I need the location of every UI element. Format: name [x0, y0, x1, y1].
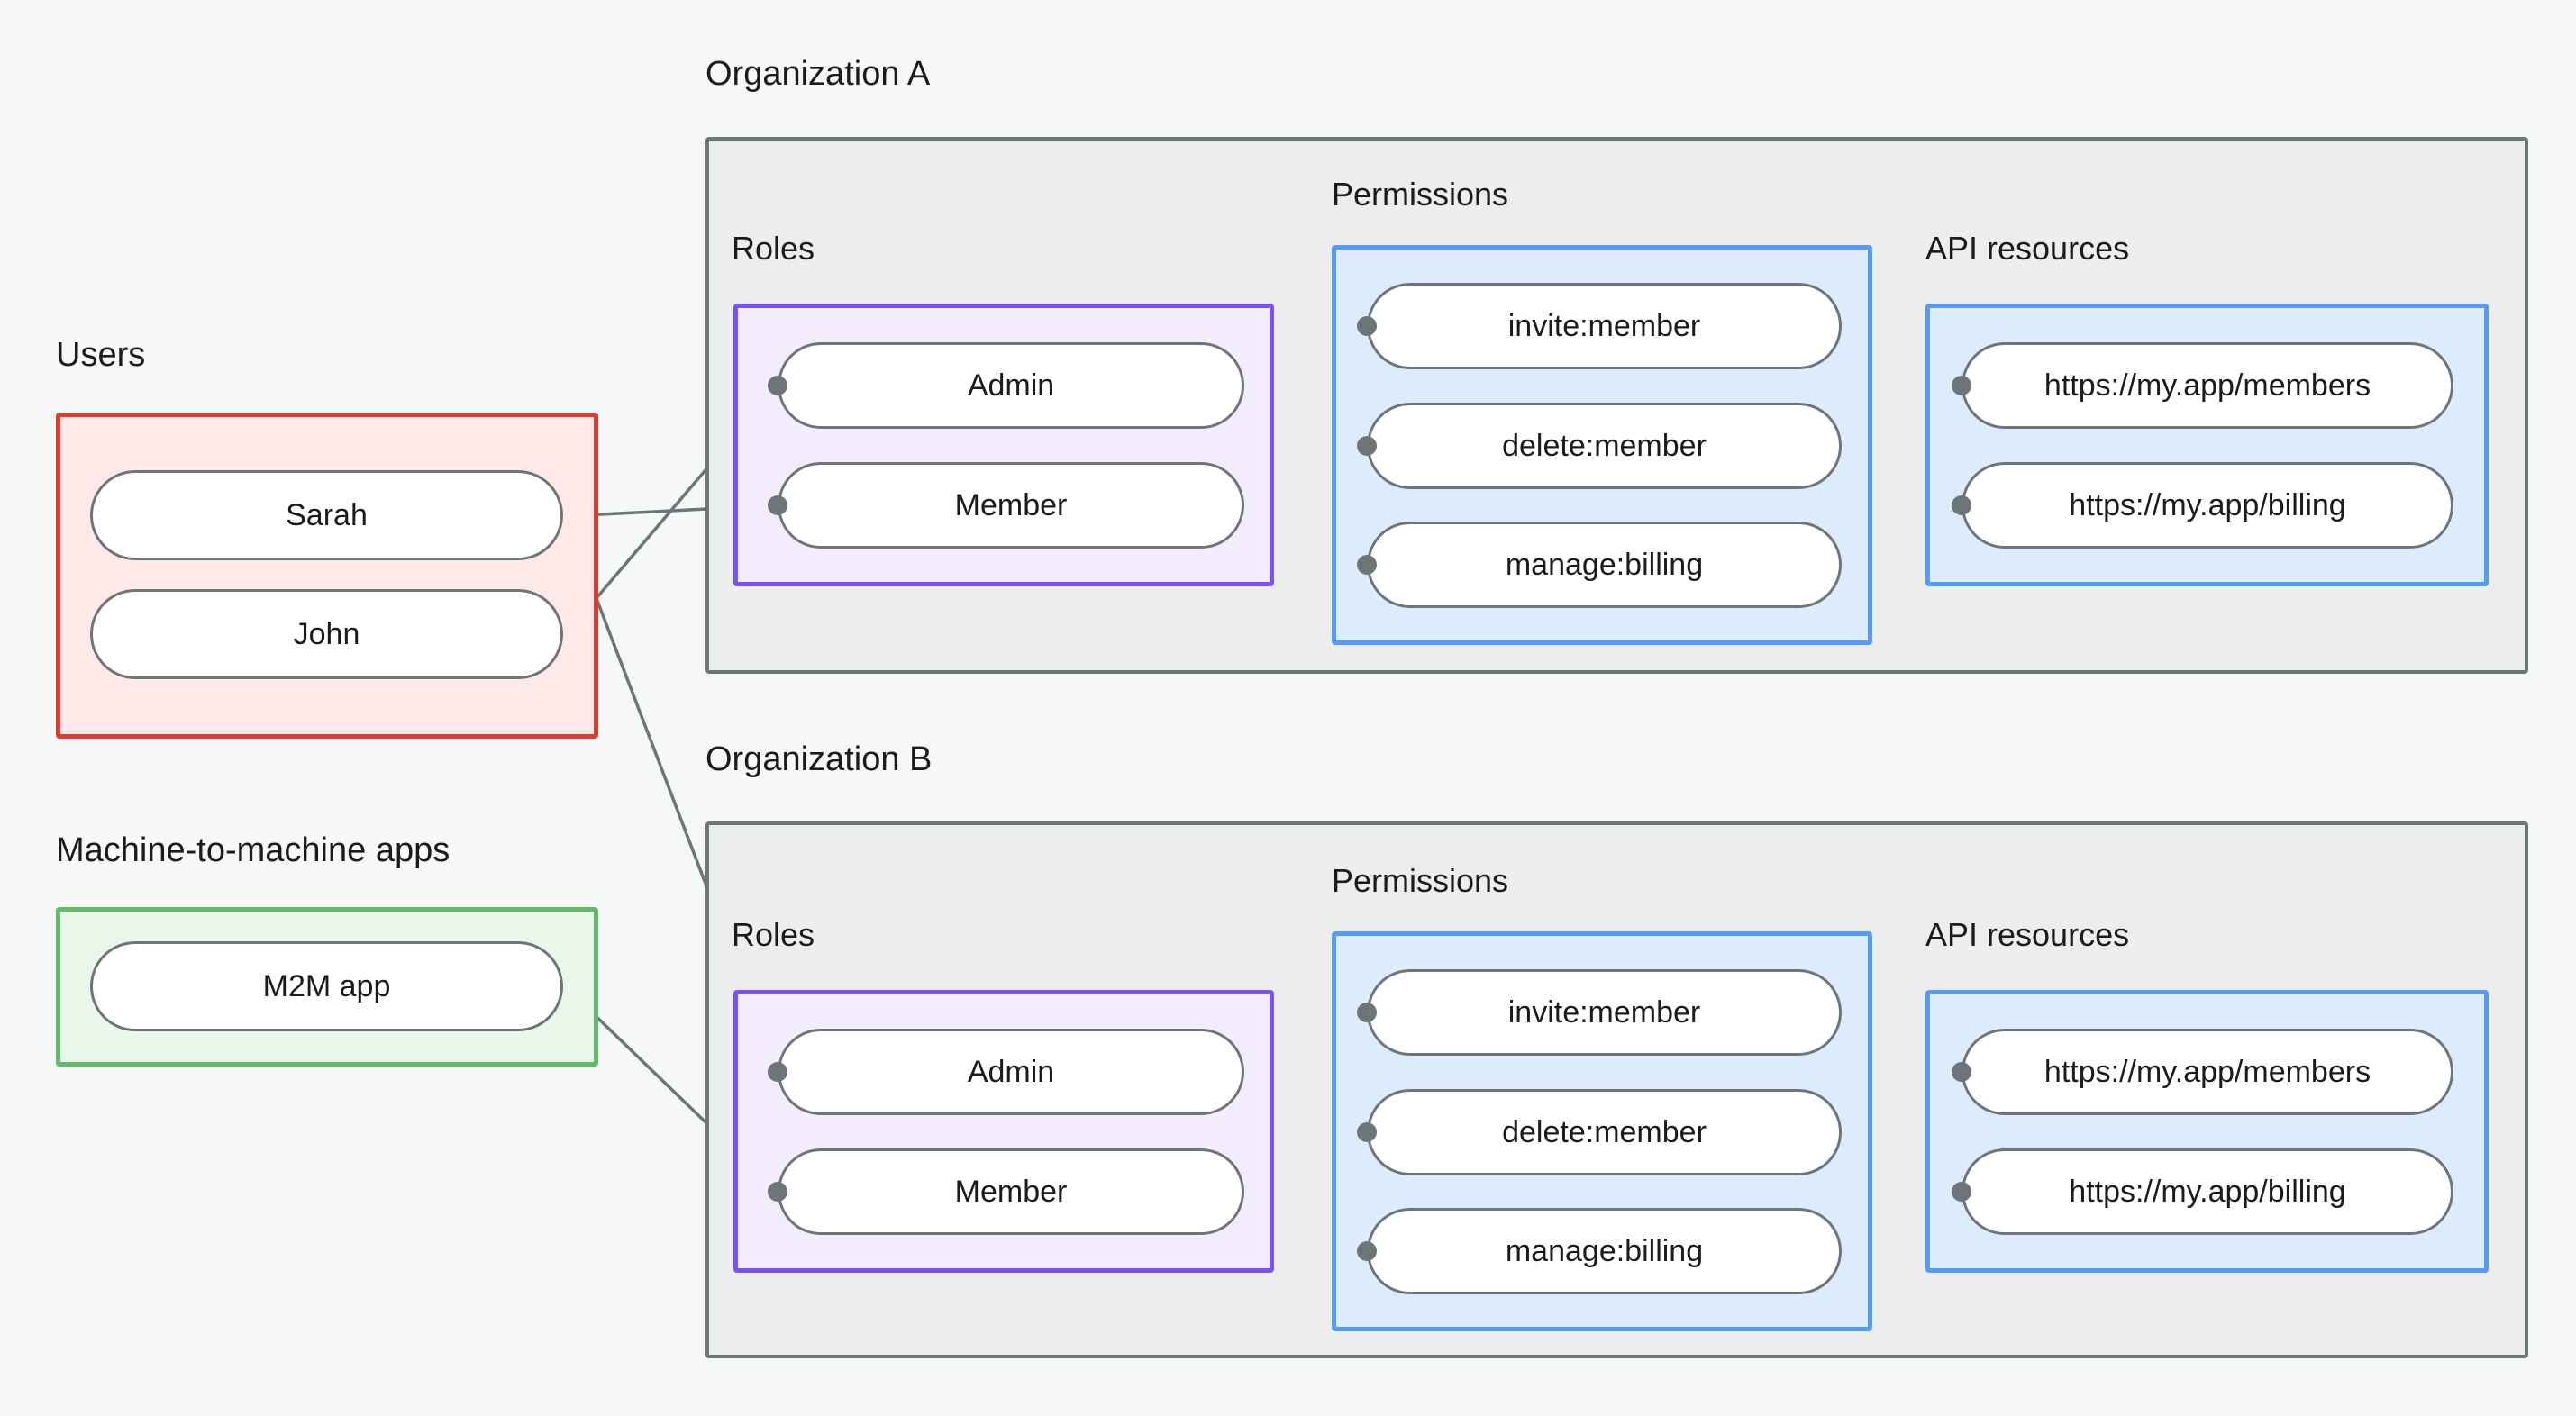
organization-a-role-admin[interactable]: Admin — [778, 342, 1244, 429]
users-group — [56, 413, 598, 739]
organization-b-title: Organization B — [705, 740, 933, 778]
organization-b-role-member[interactable]: Member — [778, 1148, 1244, 1235]
organization-b-api-resources-title: API resources — [1925, 916, 2130, 953]
organization-a-role-member[interactable]: Member — [778, 462, 1244, 549]
user-pill-john[interactable]: John — [90, 589, 563, 679]
m2m-pill-app[interactable]: M2M app — [90, 941, 563, 1031]
organization-a-permission-delete-member[interactable]: delete:member — [1367, 403, 1842, 489]
organization-a-permission-invite-member[interactable]: invite:member — [1367, 283, 1842, 369]
users-title: Users — [56, 336, 146, 374]
organization-b-permission-invite-member[interactable]: invite:member — [1367, 969, 1842, 1056]
organization-b-roles-title: Roles — [732, 916, 815, 953]
organization-a-api-resource-billing[interactable]: https://my.app/billing — [1962, 462, 2453, 549]
organization-b-permission-manage-billing[interactable]: manage:billing — [1367, 1208, 1842, 1294]
m2m-title: Machine-to-machine apps — [56, 831, 451, 869]
organization-a-permission-manage-billing[interactable]: manage:billing — [1367, 522, 1842, 608]
organization-b-api-resource-members[interactable]: https://my.app/members — [1962, 1029, 2453, 1115]
organization-a-api-resource-members[interactable]: https://my.app/members — [1962, 342, 2453, 429]
user-pill-sarah[interactable]: Sarah — [90, 470, 563, 560]
organization-a-permissions-title: Permissions — [1332, 176, 1509, 213]
organization-a-roles-title: Roles — [732, 230, 815, 267]
organization-b-role-admin[interactable]: Admin — [778, 1029, 1244, 1115]
organization-a-title: Organization A — [705, 55, 931, 93]
organization-a-api-resources-title: API resources — [1925, 230, 2130, 267]
organization-b-api-resource-billing[interactable]: https://my.app/billing — [1962, 1148, 2453, 1235]
organization-b-permission-delete-member[interactable]: delete:member — [1367, 1089, 1842, 1175]
organization-b-permissions-title: Permissions — [1332, 862, 1509, 899]
